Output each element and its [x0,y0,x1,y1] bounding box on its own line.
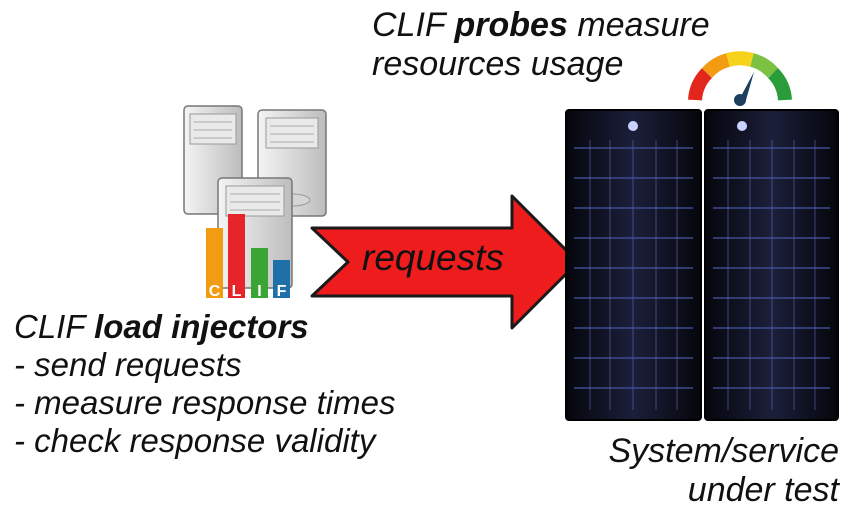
probes-caption-prefix: CLIF [372,6,455,44]
clif-logo-letter-c: C [209,283,221,300]
clif-logo-letter-f: F [277,283,287,300]
system-under-test-rack-icon [565,109,839,421]
clif-logo-bar-l [228,214,245,298]
injectors-item-send: - send requests [14,345,242,383]
clif-logo-letter-i: I [257,283,261,300]
sut-caption-line2: under test [687,471,839,510]
arrow-label: requests [362,237,504,278]
probes-caption-line2: resources usage [372,45,624,84]
gauge-icon [688,51,792,106]
injectors-caption-bold: load injectors [94,308,309,345]
clif-logo-bar-c [206,228,223,298]
sut-caption-line1: System/service [608,432,840,470]
clif-logo-letter-l: L [232,283,242,300]
probes-caption-suffix: measure [567,6,710,44]
clif-logo-bar-i [251,248,268,298]
clif-logo: C L I F [206,214,290,300]
rack-left-icon [565,109,702,421]
rack-right-icon [704,109,839,421]
injectors-item-check: - check response validity [14,421,376,459]
load-injectors-caption: CLIF load injectors - send requests - me… [14,308,395,460]
injectors-item-measure: - measure response times [14,383,396,421]
injectors-caption-prefix: CLIF [14,308,95,345]
clif-logo-bar-f [273,260,290,298]
probes-caption: CLIF probes measure resources usage [372,6,710,84]
requests-arrow [310,194,580,330]
system-under-test-caption: System/service under test [609,432,840,510]
probes-caption-bold: probes [454,6,568,44]
